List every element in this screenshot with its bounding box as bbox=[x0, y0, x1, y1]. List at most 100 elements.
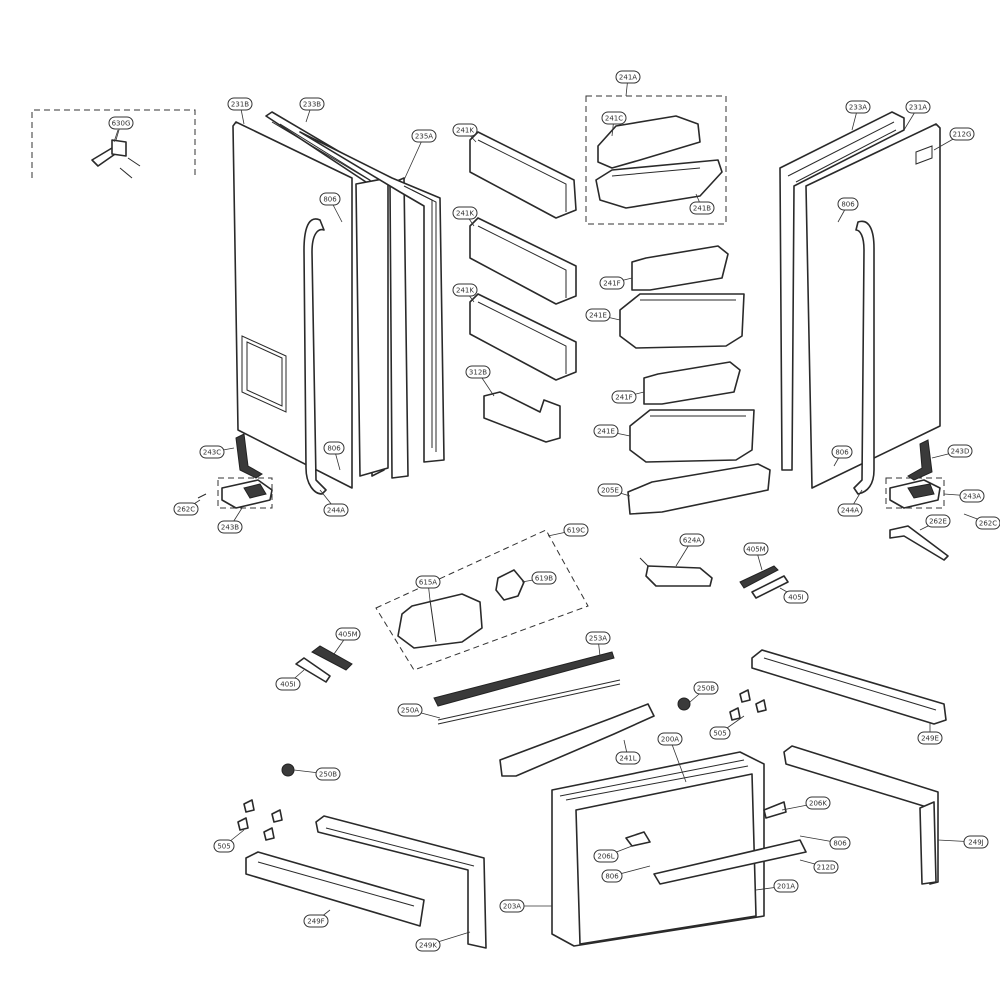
callout-label: 249E bbox=[921, 735, 939, 743]
callout-bubble bbox=[805, 796, 831, 810]
callout-241f-2: 241F bbox=[611, 390, 645, 404]
callout-212g: 212G bbox=[933, 127, 975, 151]
callout-bubble bbox=[917, 731, 943, 745]
callout-bubble bbox=[601, 869, 623, 883]
callout-bubble bbox=[593, 849, 619, 863]
callout-bubble bbox=[599, 276, 625, 290]
callout-250b-l: 250B bbox=[293, 767, 341, 781]
callout-label: 205E bbox=[601, 487, 619, 495]
callout-241f-1: 241F bbox=[599, 276, 633, 290]
callout-label: 505 bbox=[713, 730, 726, 738]
leader-line bbox=[669, 738, 687, 783]
callout-label: 206L bbox=[597, 853, 614, 861]
callout-241k-2: 241K bbox=[452, 206, 478, 227]
callout-bubble bbox=[975, 516, 1000, 530]
callout-241e-2: 241E bbox=[593, 424, 631, 438]
callout-label: 244A bbox=[841, 507, 859, 515]
callout-312b: 312B bbox=[465, 365, 495, 397]
callout-label: 250B bbox=[319, 771, 337, 779]
callout-bubble bbox=[415, 938, 441, 952]
callout-label: 212D bbox=[817, 864, 836, 872]
callout-label: 243B bbox=[221, 524, 239, 532]
callout-243c: 243C bbox=[199, 445, 235, 459]
callout-206l: 206L bbox=[593, 845, 633, 863]
callout-bubble bbox=[452, 283, 478, 297]
callout-label: 231A bbox=[909, 104, 927, 112]
callout-label: 405I bbox=[788, 594, 803, 602]
callout-label: 241K bbox=[456, 287, 474, 295]
callout-806-b1: 806 bbox=[799, 835, 851, 850]
callout-bubble bbox=[689, 201, 715, 215]
callout-label: 262C bbox=[979, 520, 997, 528]
detail-box-241a bbox=[585, 95, 727, 225]
strips-253a-250a bbox=[433, 651, 621, 725]
callout-241l: 241L bbox=[615, 739, 641, 765]
callout-806-l1: 806 bbox=[319, 192, 343, 223]
callout-bubble bbox=[773, 879, 799, 893]
callout-806-l2: 806 bbox=[323, 441, 345, 471]
callout-label: 244A bbox=[327, 507, 345, 515]
callout-262c-l: 262C bbox=[173, 499, 201, 516]
callout-bubble bbox=[949, 127, 975, 141]
bottom-drawer-assembly bbox=[551, 751, 807, 947]
callout-250b-r: 250B bbox=[689, 681, 719, 703]
callout-bubble bbox=[657, 732, 683, 746]
callout-label: 249J bbox=[968, 839, 983, 847]
callout-label: 253A bbox=[589, 635, 607, 643]
callout-label: 241A bbox=[619, 74, 637, 82]
callout-bubble bbox=[743, 542, 769, 556]
callout-231b: 231B bbox=[227, 97, 253, 125]
callout-615a: 615A bbox=[415, 575, 441, 601]
door-bins-241k bbox=[469, 131, 577, 443]
callout-241k-1: 241K bbox=[452, 123, 478, 143]
right-door-assembly bbox=[779, 111, 949, 561]
detail-box-630g bbox=[31, 109, 196, 179]
callout-201a: 201A bbox=[755, 879, 799, 893]
callout-bubble bbox=[415, 575, 441, 589]
callout-label: 806 bbox=[841, 201, 855, 209]
callout-label: 241L bbox=[619, 755, 636, 763]
callout-bubble bbox=[709, 726, 731, 740]
callout-bubble bbox=[217, 520, 243, 534]
callout-250a: 250A bbox=[397, 703, 441, 719]
callout-label: 806 bbox=[605, 873, 619, 881]
callout-233a: 233A bbox=[845, 100, 871, 131]
callout-label: 262E bbox=[929, 518, 947, 526]
callout-label: 243D bbox=[951, 448, 970, 456]
callout-bubble bbox=[199, 445, 225, 459]
callout-label: 212G bbox=[953, 131, 972, 139]
callout-bubble bbox=[108, 116, 134, 130]
callout-241b: 241B bbox=[689, 193, 715, 215]
callout-253a: 253A bbox=[585, 631, 611, 657]
bracket-249j bbox=[783, 745, 939, 885]
callout-bubble bbox=[837, 197, 859, 211]
callout-label: 624A bbox=[683, 537, 701, 545]
clips-405-left bbox=[295, 645, 353, 683]
callout-249j: 249J bbox=[937, 835, 989, 849]
callout-bubble bbox=[499, 899, 525, 913]
callout-405i-l: 405I bbox=[275, 669, 305, 691]
callout-label: 250A bbox=[401, 707, 419, 715]
callout-bubble bbox=[925, 514, 951, 528]
callout-bubble bbox=[452, 123, 478, 137]
callout-label: 231B bbox=[231, 101, 249, 109]
callout-label: 249F bbox=[307, 918, 324, 926]
callout-label: 262C bbox=[177, 506, 195, 514]
callout-bubble bbox=[531, 571, 557, 585]
callout-bubble bbox=[905, 100, 931, 114]
callout-bubble bbox=[275, 677, 301, 691]
callout-bubble bbox=[597, 483, 623, 497]
callout-label: 405M bbox=[338, 631, 357, 639]
callout-label: 241C bbox=[605, 115, 623, 123]
callout-249f: 249F bbox=[303, 909, 331, 928]
callout-label: 630G bbox=[112, 120, 131, 128]
callout-label: 233A bbox=[849, 104, 867, 112]
callout-405i-r: 405I bbox=[779, 587, 809, 604]
callout-241a: 241A bbox=[615, 70, 641, 97]
callout-243d: 243D bbox=[931, 444, 973, 459]
callout-bubble bbox=[813, 860, 839, 874]
detail-box-619c bbox=[375, 529, 589, 671]
callout-405m-r: 405M bbox=[743, 542, 769, 571]
callout-label: 806 bbox=[323, 196, 337, 204]
